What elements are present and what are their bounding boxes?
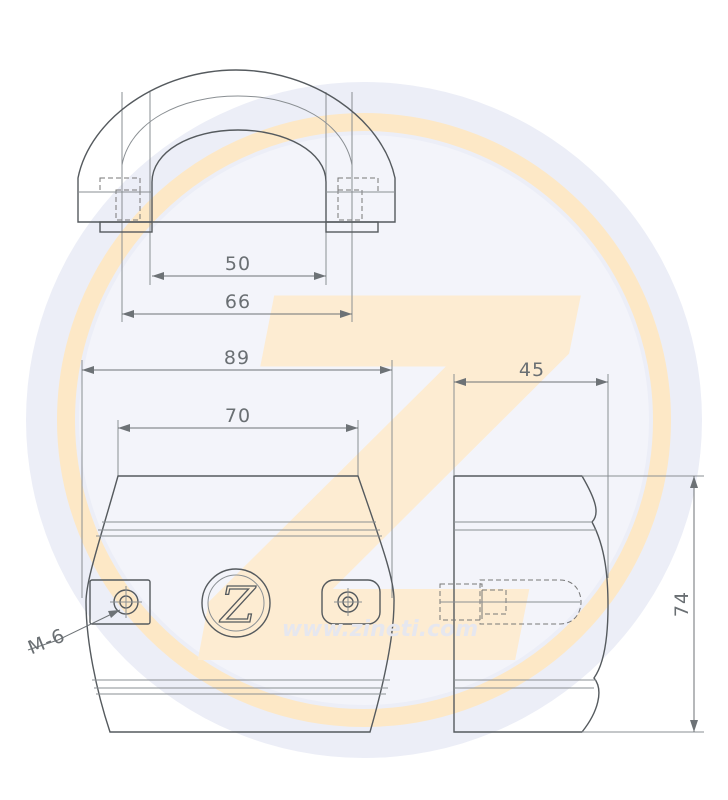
dimension-45-label: 45 bbox=[519, 359, 545, 381]
dimension-74: 74 bbox=[582, 475, 704, 733]
dimension-89: 89 bbox=[81, 347, 393, 598]
side-body-contour bbox=[453, 475, 609, 733]
right-bolt-pocket bbox=[321, 579, 381, 625]
dimension-66-label: 66 bbox=[225, 291, 251, 313]
watermark-url: www.zineti.com bbox=[282, 617, 478, 642]
dimension-45: 45 bbox=[453, 359, 609, 578]
watermark: Z bbox=[26, 82, 702, 778]
dimension-70: 70 bbox=[117, 405, 359, 476]
thread-label: M-6 bbox=[25, 624, 69, 659]
front-view: Z bbox=[85, 475, 395, 733]
dimension-50-label: 50 bbox=[225, 253, 251, 275]
left-bolt-pocket bbox=[89, 579, 151, 625]
u-inner-channel bbox=[151, 129, 327, 222]
zineti-emblem bbox=[201, 568, 271, 638]
dimension-66: 66 bbox=[122, 291, 352, 318]
dimension-50: 50 bbox=[152, 253, 326, 280]
front-body-contour bbox=[85, 475, 395, 733]
watermark-inner-disc bbox=[79, 135, 649, 705]
top-view bbox=[77, 69, 396, 322]
side-view bbox=[439, 475, 609, 733]
dimension-89-label: 89 bbox=[224, 347, 250, 369]
emblem-letter: Z bbox=[219, 576, 257, 634]
watermark-logo-letter: Z bbox=[195, 196, 586, 778]
dimension-70-label: 70 bbox=[225, 405, 251, 427]
dimension-74-label: 74 bbox=[671, 591, 693, 617]
u-outer-contour bbox=[77, 69, 396, 223]
